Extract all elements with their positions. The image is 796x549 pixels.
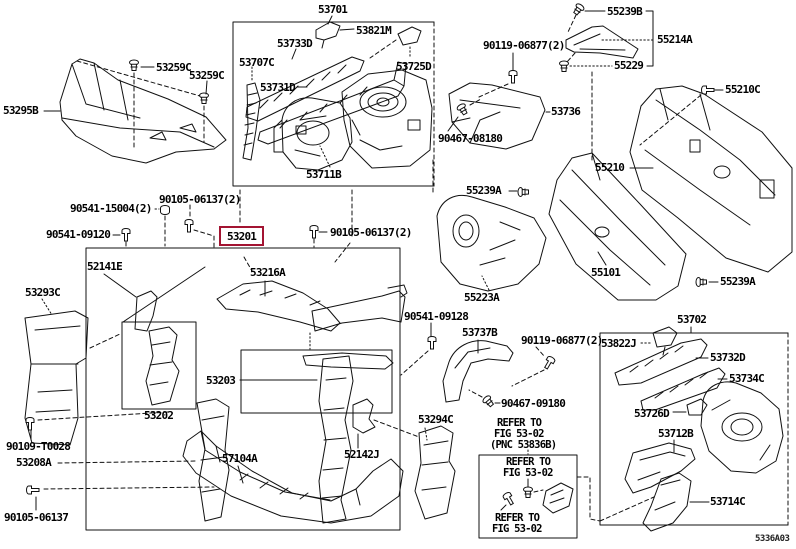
- part-label-90109-T0028[interactable]: 90109-T0028: [6, 440, 71, 453]
- part-label-53294C[interactable]: 53294C: [418, 413, 454, 426]
- note-text-5: FIG 53-02: [503, 467, 553, 479]
- part-label-55214A[interactable]: 55214A: [657, 33, 693, 46]
- note-text-1: REFER TO: [497, 417, 542, 429]
- part-label-90541-15004(2)[interactable]: 90541-15004(2): [70, 202, 152, 215]
- part-label-53295B[interactable]: 53295B: [3, 104, 39, 117]
- part-label-53821M[interactable]: 53821M: [356, 24, 392, 37]
- part-label-53707C[interactable]: 53707C: [239, 56, 275, 69]
- part-label-53726D[interactable]: 53726D: [634, 407, 670, 420]
- fender-apron-box-53702: [600, 327, 788, 531]
- part-label-53259C-2[interactable]: 53259C: [189, 69, 225, 82]
- part-label-53733D[interactable]: 53733D: [277, 37, 313, 50]
- part-label-53201[interactable]: 53201: [219, 226, 265, 246]
- part-label-55223A[interactable]: 55223A: [464, 291, 500, 304]
- part-label-55210C[interactable]: 55210C: [725, 83, 761, 96]
- fastener-row: [113, 190, 352, 271]
- part-label-90467-09180[interactable]: 90467-09180: [501, 397, 566, 410]
- lower-middle-group: [401, 323, 600, 538]
- note-text-4: REFER TO: [506, 456, 551, 468]
- dash-panel-group: [437, 85, 792, 300]
- part-label-53732D[interactable]: 53732D: [710, 351, 746, 364]
- part-label-55210[interactable]: 55210: [595, 161, 625, 174]
- part-label-55229[interactable]: 55229: [614, 59, 644, 72]
- under-cover-group: [44, 59, 226, 163]
- part-label-53216A[interactable]: 53216A: [250, 266, 286, 279]
- part-label-90105-06137(2)-2[interactable]: 90105-06137(2): [330, 226, 412, 239]
- part-label-53711B[interactable]: 53711B: [306, 168, 342, 181]
- cowl-group: [433, 2, 655, 193]
- part-label-53293C[interactable]: 53293C: [25, 286, 61, 299]
- part-label-90541-09120[interactable]: 90541-09120: [46, 228, 111, 241]
- lower-left-fasteners: [25, 412, 214, 510]
- part-label-90467-08180[interactable]: 90467-08180: [438, 132, 503, 145]
- part-label-53203[interactable]: 53203: [206, 374, 236, 387]
- part-label-53731D[interactable]: 53731D: [260, 81, 296, 94]
- part-label-53202[interactable]: 53202: [144, 409, 174, 422]
- part-label-52141E[interactable]: 52141E: [87, 260, 123, 273]
- part-label-55239A-2[interactable]: 55239A: [466, 184, 502, 197]
- part-label-53259C-1[interactable]: 53259C: [156, 61, 192, 74]
- part-label-55101[interactable]: 55101: [591, 266, 621, 279]
- note-text-6: REFER TO: [495, 512, 540, 524]
- part-label-55239B[interactable]: 55239B: [607, 5, 643, 18]
- radiator-support-box: [25, 248, 419, 530]
- part-label-90105-06137(2)-1[interactable]: 90105-06137(2): [159, 193, 241, 206]
- part-label-53712B[interactable]: 53712B: [658, 427, 694, 440]
- part-label-53725D[interactable]: 53725D: [396, 60, 432, 73]
- note-text-7: FIG 53-02: [492, 523, 542, 535]
- part-label-52142J[interactable]: 52142J: [344, 448, 380, 461]
- part-label-53714C[interactable]: 53714C: [710, 495, 746, 508]
- part-label-90105-06137[interactable]: 90105-06137: [4, 511, 69, 524]
- part-label-53734C[interactable]: 53734C: [729, 372, 765, 385]
- part-label-53702[interactable]: 53702: [677, 313, 707, 326]
- part-label-55239A-1[interactable]: 55239A: [720, 275, 756, 288]
- part-label-53736[interactable]: 53736: [551, 105, 581, 118]
- part-label-57104A[interactable]: 57104A: [222, 452, 258, 465]
- figure-code: 5336A03: [755, 534, 790, 544]
- part-label-53208A[interactable]: 53208A: [16, 456, 52, 469]
- apron-assembly-box: [233, 16, 434, 186]
- note-text-3: (PNC 53836B): [490, 439, 557, 451]
- part-label-53737B[interactable]: 53737B: [462, 326, 498, 339]
- part-label-90541-09128[interactable]: 90541-09128: [404, 310, 469, 323]
- part-label-53701[interactable]: 53701: [318, 3, 348, 16]
- part-label-90119-06877(2)-2[interactable]: 90119-06877(2): [521, 334, 603, 347]
- part-label-53822J[interactable]: 53822J: [601, 337, 637, 350]
- part-label-90119-06877(2)-1[interactable]: 90119-06877(2): [483, 39, 565, 52]
- note-text-2: FIG 53-02: [494, 428, 544, 440]
